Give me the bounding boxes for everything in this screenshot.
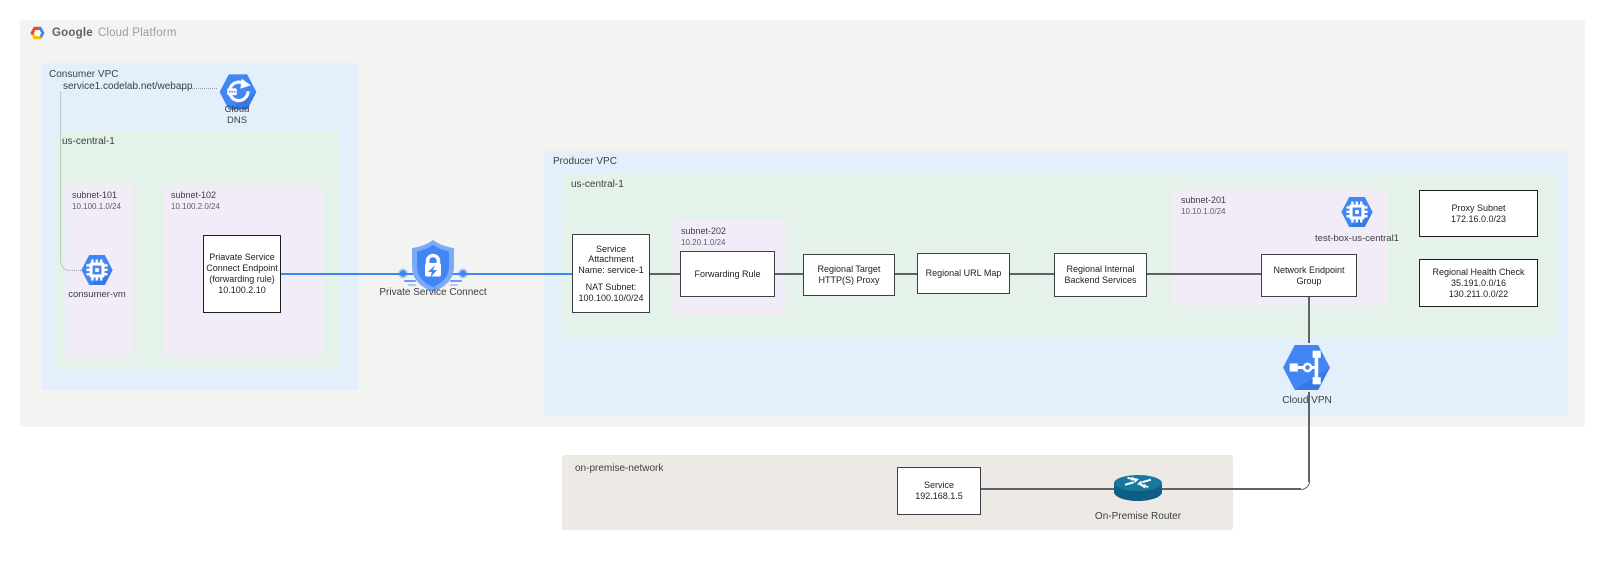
subnet-202-name: subnet-202 [681,226,727,236]
psc-endpoint-box: Priavate Service Connect Endpoint (forwa… [203,235,281,313]
forwarding-rule-box: Forwarding Rule [680,251,775,297]
regional-target-proxy-line: HTTP(S) Proxy [818,275,880,285]
dns-record-text: service1.codelab.net/webapp [63,81,193,92]
cloud-dns-icon [219,74,257,110]
gcp-logo-text-google: Google [52,27,93,39]
subnet-101-cidr: 10.100.1.0/24 [72,202,121,211]
health-check-line: 130.211.0.0/22 [1448,288,1509,299]
connector-backend-neg [1147,273,1261,275]
service-attachment-line: Service [595,243,626,254]
connector-sa-fr [650,273,680,275]
connector-urlmap-backend [1010,273,1054,275]
gcp-logo-text-cloud-platform: Cloud Platform [97,27,177,39]
private-service-connect-icon [398,240,468,292]
service-attachment-line: Attachment [588,254,634,265]
proxy-subnet-line: Proxy Subnet [1451,202,1506,213]
health-check-line: Regional Health Check [1432,266,1525,277]
network-endpoint-group-box: Network Endpoint Group [1261,254,1357,297]
connector-corner [1300,481,1310,490]
connector-fr-proxy [775,273,803,275]
gcp-logo-icon [30,26,45,40]
service-attachment-line: 100.100.10/0/24 [578,292,644,303]
subnet-202-cidr: 10.20.1.0/24 [681,238,726,247]
subnet-101-name: subnet-101 [72,190,118,200]
regional-target-proxy-line: Regional Target [817,264,881,274]
subnet-201-name: subnet-201 [1181,195,1227,205]
connector-neg-vpn [1308,297,1310,343]
psc-endpoint-line: 10.100.2.10 [218,285,266,295]
service-attachment-box: Service Attachment Name: service-1 NAT S… [572,234,650,313]
psc-endpoint-line: Priavate Service [209,252,275,262]
proxy-subnet-box: Proxy Subnet 172.16.0.0/23 [1419,190,1538,237]
subnet-102-cidr: 10.100.2.0/24 [171,202,220,211]
producer-region-label: us-central-1 [571,179,624,190]
neg-line: Group [1296,275,1322,286]
forwarding-rule-label: Forwarding Rule [694,268,761,279]
regional-backend-line: Backend Services [1064,275,1137,285]
consumer-region-label: us-central-1 [62,136,115,147]
psc-endpoint-line: (forwarding rule) [209,274,275,284]
neg-line: Network Endpoint [1273,264,1345,275]
regional-health-check-box: Regional Health Check 35.191.0.0/16 130.… [1419,259,1538,307]
regional-backend-line: Regional Internal [1066,264,1135,274]
connector-vpn-down [1308,392,1310,482]
on-premise-service-box: Service 192.168.1.5 [897,467,981,515]
gcp-logo: Google Cloud Platform [30,26,177,40]
regional-target-proxy-box: Regional Target HTTP(S) Proxy [803,254,895,296]
regional-backend-services-box: Regional Internal Backend Services [1054,253,1147,297]
proxy-subnet-line: 172.16.0.0/23 [1450,213,1507,224]
health-check-line: 35.191.0.0/16 [1450,277,1507,288]
service-attachment-line: NAT Subnet: [585,282,637,293]
test-box-label: test-box-us-central1 [1315,233,1399,244]
on-premise-router-icon [1114,475,1162,501]
on-premise-service-line: 192.168.1.5 [915,491,963,501]
psc-label: Private Service Connect [379,287,487,298]
subnet-201-cidr: 10.10.1.0/24 [1181,207,1226,216]
consumer-vpc-label: Consumer VPC [49,69,119,80]
psc-endpoint-line: Connect Endpoint [206,263,278,273]
service-attachment-line: Name: service-1 [578,264,644,275]
on-premise-router-label: On-Premise Router [1094,511,1182,522]
cloud-vpn-label: Cloud VPN [1282,395,1332,406]
connector-proxy-urlmap [895,273,917,275]
test-box-vm-icon [1341,197,1373,227]
on-premise-service-line: Service [923,480,954,490]
consumer-vm-label: consumer-vm [68,289,126,300]
regional-url-map-label: Regional URL Map [925,268,1002,278]
on-premise-label: on-premise-network [575,463,664,474]
dns-record-dotted-connector [60,92,81,271]
cloud-dns-label: Cloud DNS [224,104,250,126]
regional-url-map-box: Regional URL Map [917,253,1010,294]
dns-dotted-connector [179,88,217,89]
producer-vpc-label: Producer VPC [553,156,617,167]
subnet-102-name: subnet-102 [171,190,217,200]
consumer-vm-icon [81,255,113,285]
cloud-vpn-icon [1283,345,1330,390]
